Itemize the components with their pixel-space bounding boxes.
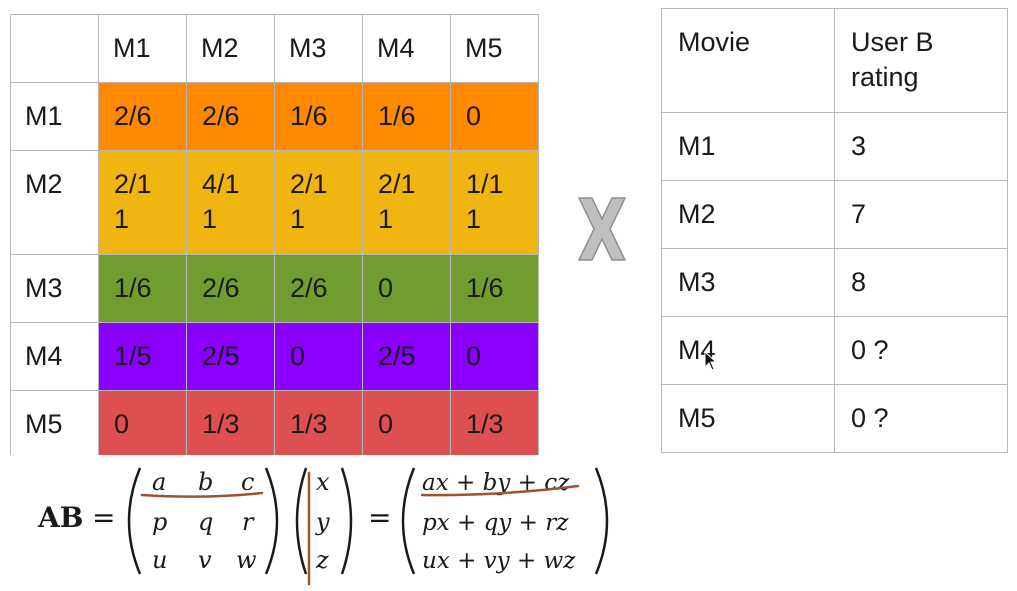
result-entry: ax + by + cz bbox=[422, 470, 570, 496]
matrix-a-entry: a bbox=[152, 468, 166, 496]
rating-movie-cell: M2 bbox=[661, 180, 835, 249]
rating-movie-cell: M3 bbox=[661, 248, 835, 317]
matrix-cell: 0 bbox=[362, 254, 451, 323]
multiply-icon bbox=[577, 197, 627, 261]
matrix-a-right-paren bbox=[264, 467, 279, 575]
rating-row: M2 7 bbox=[661, 180, 1008, 249]
matrix-a-entry: w bbox=[236, 546, 257, 574]
matrix-cell: 2/1 1 bbox=[98, 150, 187, 255]
matrix-cell: 0 bbox=[274, 322, 363, 391]
matrix-a-entry: v bbox=[198, 546, 212, 574]
matrix-col-header: M1 bbox=[98, 14, 187, 83]
matrix-cell: 0 bbox=[450, 322, 539, 391]
matrix-a-entry: r bbox=[242, 508, 255, 536]
rating-movie-cell: M1 bbox=[661, 112, 835, 181]
matrix-a-left-paren bbox=[127, 467, 142, 575]
matrix-a-entry: p bbox=[152, 508, 167, 536]
matrix-row-header: M3 bbox=[10, 254, 99, 323]
matrix-header-row: M1 M2 M3 M4 M5 bbox=[10, 14, 539, 83]
matrix-row-header: M5 bbox=[10, 390, 99, 455]
matrix-col-header: M2 bbox=[186, 14, 275, 83]
matrix-row: M3 1/6 2/6 2/6 0 1/6 bbox=[10, 254, 539, 323]
matrix-row: M5 0 1/3 1/3 0 1/3 bbox=[10, 390, 539, 455]
row-highlight-stroke bbox=[140, 491, 264, 498]
matrix-row-header: M4 bbox=[10, 322, 99, 391]
result-highlight-stroke bbox=[420, 484, 580, 497]
matrix-a-entry: q bbox=[198, 508, 213, 536]
vector-b-left-paren bbox=[295, 467, 308, 575]
matrix-cell: 1/6 bbox=[98, 254, 187, 323]
formula-lhs: AB bbox=[37, 501, 83, 534]
matrix-col-header: M5 bbox=[450, 14, 539, 83]
matrix-row-header: M2 bbox=[10, 150, 99, 255]
matrix-row-header: M1 bbox=[10, 82, 99, 151]
matrix-corner-cell bbox=[10, 14, 99, 83]
rating-row: M3 8 bbox=[661, 248, 1008, 317]
matrix-row: M4 1/5 2/5 0 2/5 0 bbox=[10, 322, 539, 391]
similarity-matrix-table: M1 M2 M3 M4 M5 M1 2/6 2/6 1/6 1/6 0 M2 2… bbox=[10, 14, 539, 455]
matrix-cell: 4/1 1 bbox=[186, 150, 275, 255]
matrix-cell: 2/6 bbox=[186, 254, 275, 323]
user-rating-table: Movie User B rating M1 3 M2 7 M3 8 M4 0 … bbox=[661, 8, 1008, 453]
matrix-cell: 1/3 bbox=[450, 390, 539, 455]
matrix-cell: 2/6 bbox=[186, 82, 275, 151]
matrix-col-header: M3 bbox=[274, 14, 363, 83]
matrix-cell: 1/5 bbox=[98, 322, 187, 391]
rating-movie-cell: M5 bbox=[661, 384, 835, 453]
rating-row: M5 0 ? bbox=[661, 384, 1008, 453]
mouse-pointer-icon bbox=[704, 351, 718, 371]
matrix-cell: 2/1 1 bbox=[362, 150, 451, 255]
matrix-a-entry: c bbox=[241, 468, 254, 496]
rating-header-row: Movie User B rating bbox=[661, 8, 1008, 113]
matrix-a-entry: u bbox=[152, 546, 167, 574]
matrix-cell: 1/6 bbox=[274, 82, 363, 151]
rating-value-cell: 7 bbox=[834, 180, 1008, 249]
vector-b-entry: y bbox=[315, 508, 330, 536]
rating-value-cell: 0 ? bbox=[834, 316, 1008, 385]
rating-col-header-movie: Movie bbox=[661, 8, 835, 113]
matrix-col-header: M4 bbox=[362, 14, 451, 83]
matrix-cell: 1/3 bbox=[274, 390, 363, 455]
rating-row: M4 0 ? bbox=[661, 316, 1008, 385]
vector-b-entry: z bbox=[315, 546, 329, 574]
result-entry: px + qy + rz bbox=[422, 510, 569, 536]
matrix-cell: 0 bbox=[362, 390, 451, 455]
matrix-cell: 2/5 bbox=[362, 322, 451, 391]
result-left-paren bbox=[401, 467, 416, 575]
formula-equals-2: = bbox=[368, 501, 391, 534]
rating-movie-cell: M4 bbox=[661, 316, 835, 385]
matrix-cell: 2/6 bbox=[274, 254, 363, 323]
matrix-cell: 1/1 1 bbox=[450, 150, 539, 255]
matrix-a-entry: b bbox=[198, 468, 213, 496]
matrix-cell: 2/1 1 bbox=[274, 150, 363, 255]
rating-value-cell: 8 bbox=[834, 248, 1008, 317]
matrix-cell: 1/6 bbox=[450, 254, 539, 323]
matrix-row: M1 2/6 2/6 1/6 1/6 0 bbox=[10, 82, 539, 151]
result-entry: ux + vy + wz bbox=[422, 548, 576, 574]
matrix-cell: 0 bbox=[450, 82, 539, 151]
vector-b-entry: x bbox=[316, 468, 330, 496]
matrix-cell: 1/6 bbox=[362, 82, 451, 151]
vector-b-right-paren bbox=[340, 467, 353, 575]
rating-value-cell: 0 ? bbox=[834, 384, 1008, 453]
rating-row: M1 3 bbox=[661, 112, 1008, 181]
matrix-cell: 2/5 bbox=[186, 322, 275, 391]
matrix-multiplication-formula: AB = a b c p q r u v w x y z = ax + by +… bbox=[37, 467, 609, 586]
result-right-paren bbox=[594, 467, 609, 575]
matrix-cell: 2/6 bbox=[98, 82, 187, 151]
rating-col-header-rating: User B rating bbox=[834, 8, 1008, 113]
matrix-cell: 0 bbox=[98, 390, 187, 455]
formula-equals: = bbox=[92, 501, 115, 534]
matrix-row: M2 2/1 1 4/1 1 2/1 1 2/1 1 1/1 1 bbox=[10, 150, 539, 255]
rating-value-cell: 3 bbox=[834, 112, 1008, 181]
matrix-cell: 1/3 bbox=[186, 390, 275, 455]
